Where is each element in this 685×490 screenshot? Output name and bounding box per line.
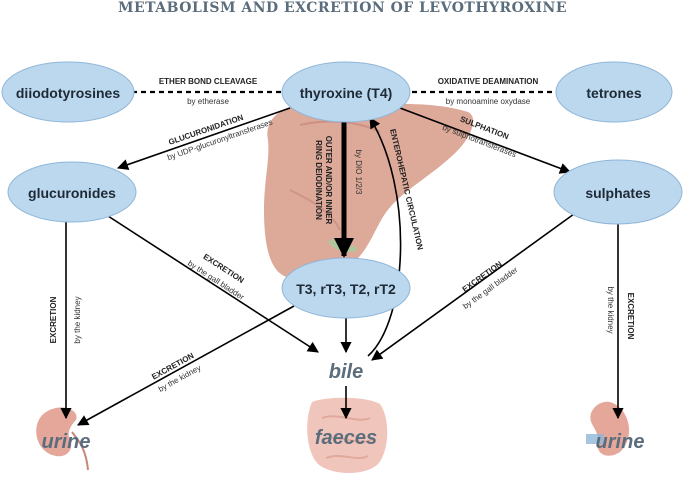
edge-t3-kidney (77, 305, 295, 426)
edge-sulphation (399, 107, 572, 174)
label-exc-sulph-kidney-title: EXCRETION (626, 293, 635, 340)
diagram-title: METABOLISM AND EXCRETION OF LEVOTHYROXIN… (117, 0, 568, 16)
node-glucuronides-label: glucuronides (28, 185, 116, 201)
label-deiod-title1: OUTER AND/OR INNER (324, 136, 333, 225)
label-bile: bile (329, 361, 363, 383)
label-urine-left: urine (42, 431, 91, 453)
node-glucuronides: glucuronides (7, 161, 137, 223)
node-deiodinated-label: T3, rT3, T2, rT2 (296, 281, 396, 297)
label-deiod-sub: by DIO 1/2/3 (354, 150, 363, 195)
edge-enterohepatic (367, 117, 402, 357)
edge-sulph-bile (371, 213, 575, 361)
node-tetrones-label: tetrones (586, 85, 641, 101)
label-faeces: faeces (315, 427, 377, 449)
label-ether-title: ETHER BOND CLEAVAGE (159, 77, 258, 86)
node-deiodinated: T3, rT3, T2, rT2 (281, 257, 411, 319)
label-oxid-sub: by monoamine oxydase (446, 97, 531, 106)
label-exc-sulph-kidney-sub: by the kidney (606, 286, 615, 333)
label-urine-right: urine (596, 431, 645, 453)
label-exc-gluc-kidney-sub: by the kidney (73, 296, 82, 343)
node-tetrones: tetrones (555, 61, 673, 123)
label-oxid-title: OXIDATIVE DEAMINATION (438, 77, 539, 86)
node-thyroxine-label: thyroxine (T4) (300, 85, 393, 101)
label-ether-sub: by etherase (187, 97, 229, 106)
node-sulphates: sulphates (553, 159, 683, 225)
edge-gluc-bile (107, 215, 319, 353)
label-deiod-title2: RING DEIODINATION (314, 140, 323, 220)
node-diiodotyrosines-label: diiodotyrosines (16, 85, 120, 101)
edge-glucuronidation (116, 107, 291, 170)
node-thyroxine: thyroxine (T4) (281, 61, 411, 123)
label-exc-gluc-kidney-title: EXCRETION (49, 296, 58, 343)
node-sulphates-label: sulphates (585, 185, 651, 201)
kidney-left-illustration (36, 407, 89, 471)
node-diiodotyrosines: diiodotyrosines (1, 61, 135, 123)
